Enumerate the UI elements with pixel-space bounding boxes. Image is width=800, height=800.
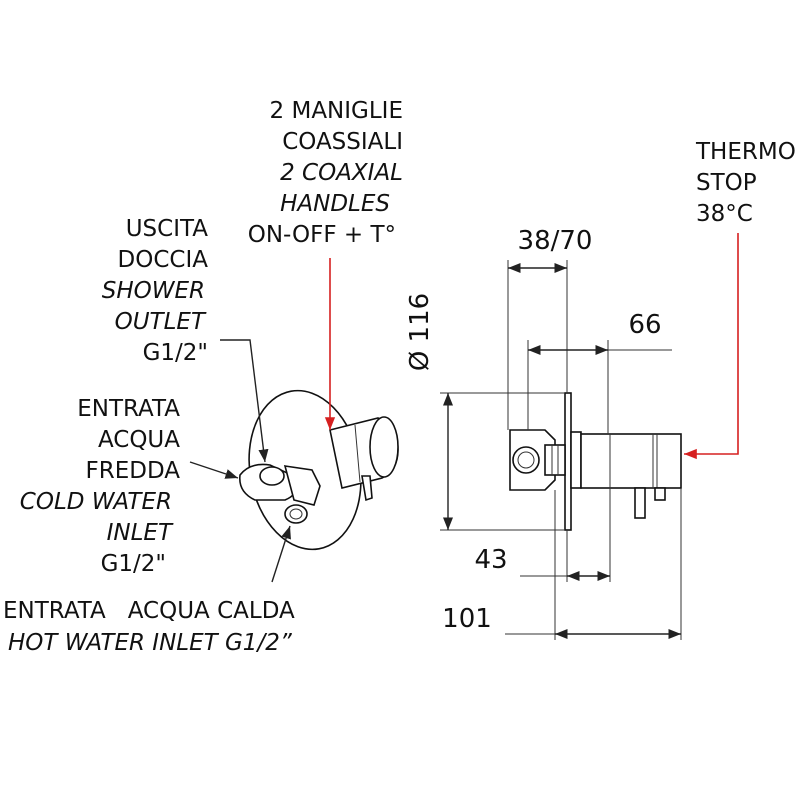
hot-inlet-label: ENTRATA ACQUA CALDA HOT WATER INLET G1/2… bbox=[3, 598, 295, 656]
dimension-labels: 38/70 66 Ø 116 43 101 bbox=[405, 226, 662, 634]
side-collar bbox=[570, 431, 582, 489]
dim-diameter-116: Ø 116 bbox=[405, 293, 435, 371]
outlet-label-en-2: OUTLET bbox=[115, 309, 207, 335]
side-inlet-circle bbox=[512, 446, 540, 474]
cold-label-thread: G1/2" bbox=[101, 551, 166, 577]
handles-label-it-2: COASSIALI bbox=[282, 129, 403, 155]
thermo-stop-pin bbox=[361, 475, 373, 502]
hot-inlet-opening bbox=[284, 504, 308, 524]
outlet-label-it-1: USCITA bbox=[126, 216, 209, 242]
valve-perspective-view bbox=[238, 389, 399, 551]
cold-leader bbox=[189, 461, 239, 479]
handles-label: 2 MANIGLIE COASSIALI 2 COAXIAL HANDLES O… bbox=[248, 98, 403, 248]
thermo-stop-label: THERMO STOP 38°C bbox=[695, 139, 796, 227]
outlet-connector bbox=[283, 465, 321, 506]
thermo-label-1: THERMO bbox=[695, 139, 796, 165]
hot-label-it: ENTRATA ACQUA CALDA bbox=[3, 598, 295, 624]
hot-leader bbox=[271, 525, 291, 583]
outlet-label: USCITA DOCCIA SHOWER OUTLET G1/2" bbox=[102, 216, 209, 366]
outlet-leader bbox=[220, 339, 269, 463]
cold-label-en-1: COLD WATER bbox=[20, 489, 172, 515]
handle-end bbox=[369, 416, 399, 478]
thermo-label-2: STOP bbox=[696, 170, 757, 196]
side-body bbox=[580, 433, 682, 489]
dim-43: 43 bbox=[474, 545, 507, 575]
valve-side-view bbox=[509, 392, 682, 531]
dim-66: 66 bbox=[628, 310, 661, 340]
handles-label-it-1: 2 MANIGLIE bbox=[270, 98, 403, 124]
dimension-lines bbox=[440, 233, 739, 640]
cold-label-en-2: INLET bbox=[107, 520, 174, 546]
outlet-label-en-1: SHOWER bbox=[102, 278, 205, 304]
cold-inlet-opening bbox=[259, 466, 285, 486]
hot-label-en: HOT WATER INLET G1/2” bbox=[8, 630, 293, 656]
outlet-label-it-2: DOCCIA bbox=[118, 247, 209, 273]
thermo-label-3: 38°C bbox=[696, 201, 753, 227]
side-wall-plate bbox=[564, 392, 572, 531]
handles-label-function: ON-OFF + T° bbox=[248, 222, 396, 248]
outlet-label-thread: G1/2" bbox=[143, 340, 208, 366]
thermo-stop-arrow bbox=[684, 233, 739, 460]
cold-label-it-1: ENTRATA bbox=[77, 396, 180, 422]
leader-lines bbox=[189, 258, 336, 583]
dim-101: 101 bbox=[442, 604, 492, 634]
cold-label-it-2: ACQUA bbox=[98, 427, 180, 453]
handles-label-en-2: HANDLES bbox=[280, 191, 390, 217]
dim-38-70: 38/70 bbox=[518, 226, 593, 256]
handles-label-en-1: 2 COAXIAL bbox=[280, 160, 403, 186]
cold-inlet-label: ENTRATA ACQUA FREDDA COLD WATER INLET G1… bbox=[20, 396, 180, 577]
cold-label-it-3: FREDDA bbox=[86, 458, 181, 484]
side-thermo-pin bbox=[634, 487, 646, 519]
